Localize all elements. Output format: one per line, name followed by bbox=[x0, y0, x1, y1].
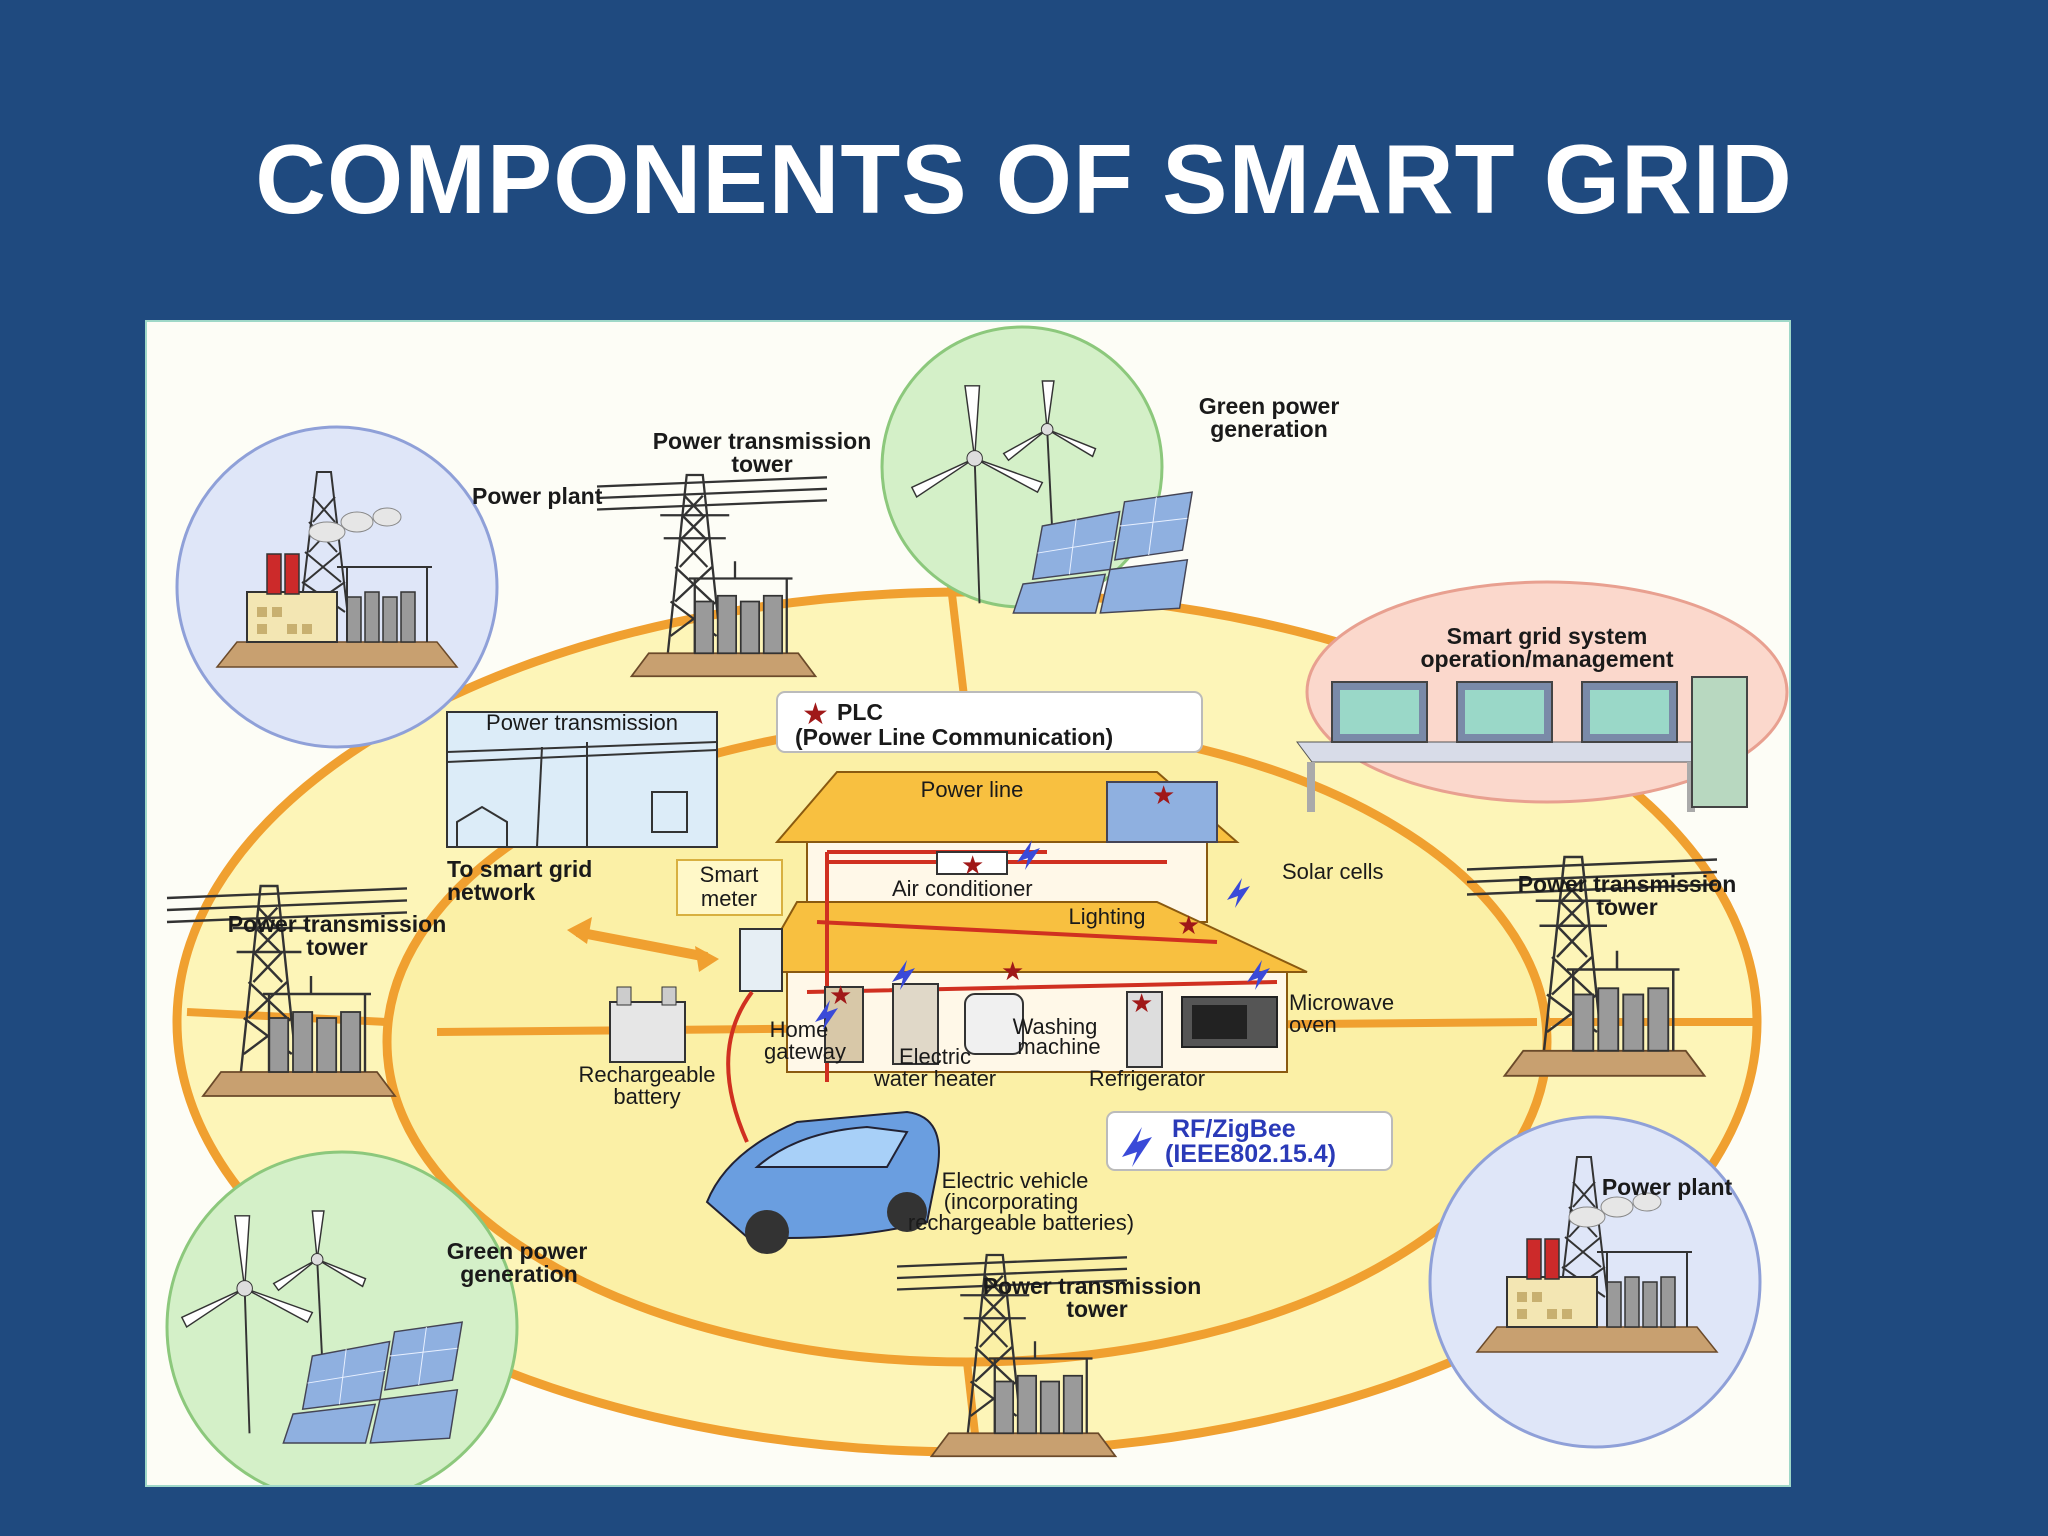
washing-machine-label-line2: machine bbox=[1017, 1034, 1100, 1059]
water-heater-label-line1: Electric bbox=[899, 1044, 971, 1069]
rf-zigbee-icon bbox=[1122, 1127, 1152, 1167]
to-smart-grid-label-line1: To smart grid bbox=[447, 856, 592, 882]
diagram-canvas: ★ PLC (Power Line Communication) Smart m… bbox=[165, 325, 1789, 1485]
rf-zigbee-label-box bbox=[1106, 1111, 1393, 1171]
power-plant-label-1: Power plant bbox=[472, 483, 603, 509]
plc-star-markers: ★ ★ ★ ★ ★ ★ bbox=[829, 780, 1200, 1018]
tower-top-label-line1: Power transmission bbox=[653, 428, 872, 454]
rf-zigbee-label-line2: (IEEE802.15.4) bbox=[1165, 1140, 1336, 1168]
svg-text:★: ★ bbox=[1130, 988, 1153, 1018]
air-conditioner-label: Air conditioner bbox=[892, 876, 1033, 901]
tower-top-label-line2: tower bbox=[731, 451, 792, 477]
ev-label-line3: rechargeable batteries) bbox=[908, 1210, 1134, 1235]
battery-device bbox=[609, 1001, 686, 1063]
home-gateway-label-line1: Home bbox=[770, 1017, 829, 1042]
tower-right-label-line1: Power transmission bbox=[1518, 871, 1737, 897]
water-heater-label-line2: water heater bbox=[873, 1066, 996, 1091]
green-power-1-label-line2: generation bbox=[1210, 416, 1328, 442]
svg-text:★: ★ bbox=[829, 980, 852, 1010]
svg-text:★: ★ bbox=[1177, 910, 1200, 940]
green-power-2-label-line1: Green power bbox=[447, 1238, 588, 1264]
washing-machine-label-line1: Washing bbox=[1013, 1014, 1098, 1039]
refrigerator-label: Refrigerator bbox=[1089, 1066, 1205, 1091]
rf-zigbee-markers bbox=[815, 840, 1270, 1030]
ev-label-line2: (incorporating bbox=[944, 1189, 1079, 1214]
svg-text:★: ★ bbox=[1152, 780, 1175, 810]
tower-left-label-line1: Power transmission bbox=[228, 911, 447, 937]
green-power-2-label-line2: generation bbox=[460, 1261, 578, 1287]
smart-house-illustration bbox=[755, 771, 1308, 1082]
green-power-1-label-line1: Green power bbox=[1199, 393, 1340, 419]
smart-grid-ops-label-line2: operation/management bbox=[1420, 646, 1673, 672]
slide-title: COMPONENTS OF SMART GRID bbox=[255, 124, 1793, 234]
microwave-label-line2: oven bbox=[1289, 1012, 1337, 1037]
rf-zigbee-label-line1: RF/ZigBee bbox=[1172, 1115, 1296, 1143]
control-room-illustration bbox=[1296, 676, 1748, 812]
smart-grid-diagram: ★ PLC (Power Line Communication) Smart m… bbox=[145, 320, 1791, 1487]
tower-bottom-label-line1: Power transmission bbox=[983, 1273, 1202, 1299]
plc-label-line1: PLC bbox=[837, 699, 883, 725]
smart-meter-label-line1: Smart bbox=[700, 862, 759, 887]
plc-label-box bbox=[776, 691, 1203, 753]
plc-label-line2: (Power Line Communication) bbox=[795, 724, 1113, 750]
power-line-label: Power line bbox=[921, 777, 1024, 802]
home-gateway-label-line2: gateway bbox=[764, 1039, 846, 1064]
smart-meter-callout bbox=[676, 859, 783, 916]
smart-meter-device bbox=[739, 928, 783, 992]
green-power-bubble-1 bbox=[880, 325, 1164, 609]
microwave-label-line1: Microwave bbox=[1289, 990, 1394, 1015]
electric-vehicle-illustration bbox=[705, 1110, 940, 1254]
solar-cells-label: Solar cells bbox=[1282, 859, 1383, 884]
smart-meter-label-line2: meter bbox=[701, 886, 757, 911]
network-arrow bbox=[567, 917, 719, 972]
svg-text:★: ★ bbox=[1001, 956, 1024, 986]
plc-star-icon: ★ bbox=[802, 698, 829, 731]
battery-label-line1: Rechargeable bbox=[579, 1062, 716, 1087]
battery-label-line2: battery bbox=[613, 1084, 680, 1109]
lighting-label: Lighting bbox=[1068, 904, 1145, 929]
power-transmission-inset-label: Power transmission bbox=[486, 710, 678, 735]
tower-bottom-label-line2: tower bbox=[1066, 1296, 1127, 1322]
smart-grid-ops-label-line1: Smart grid system bbox=[1447, 623, 1648, 649]
ev-label-line1: Electric vehicle bbox=[942, 1168, 1089, 1193]
tower-left-label-line2: tower bbox=[306, 934, 367, 960]
to-smart-grid-label-line2: network bbox=[447, 879, 535, 905]
svg-text:★: ★ bbox=[961, 850, 984, 880]
tower-right-label-line2: tower bbox=[1596, 894, 1657, 920]
power-transmission-inset bbox=[446, 711, 718, 848]
power-plant-label-2: Power plant bbox=[1602, 1174, 1733, 1200]
